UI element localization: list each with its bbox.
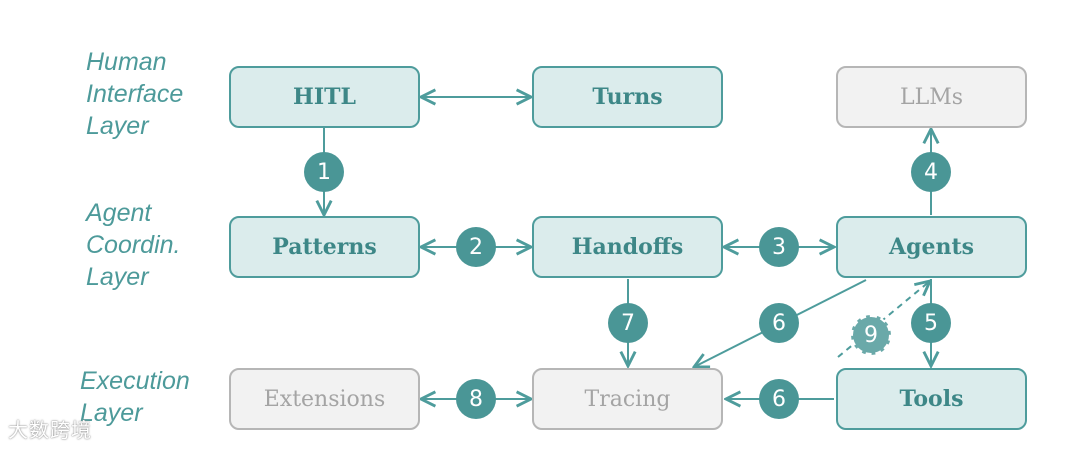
step-badge-1: 1: [304, 152, 344, 192]
watermark: 大数跨境: [8, 418, 92, 442]
node-tracing: Tracing: [532, 368, 723, 430]
node-tools: Tools: [836, 368, 1027, 430]
layer-label-execution: Execution Layer: [80, 365, 190, 429]
node-llms: LLMs: [836, 66, 1027, 128]
node-hitl: HITL: [229, 66, 420, 128]
layer-label-line: Coordin.: [86, 231, 181, 259]
step-badge-6-bottom: 6: [759, 379, 799, 419]
step-badge-6-diagonal: 6: [759, 303, 799, 343]
layer-label-line: Agent: [86, 199, 152, 227]
step-badge-5: 5: [911, 303, 951, 343]
step-badge-4: 4: [911, 152, 951, 192]
layer-label-human: Human Interface Layer: [86, 46, 183, 142]
node-extensions: Extensions: [229, 368, 420, 430]
step-badge-9: 9: [851, 315, 891, 355]
node-patterns: Patterns: [229, 216, 420, 278]
node-turns: Turns: [532, 66, 723, 128]
layer-label-line: Layer: [80, 399, 143, 427]
layer-label-line: Interface: [86, 80, 184, 108]
layer-label-line: Human: [86, 48, 167, 76]
layer-label-line: Execution: [80, 367, 190, 395]
node-agents: Agents: [836, 216, 1027, 278]
step-badge-2: 2: [456, 227, 496, 267]
step-badge-8: 8: [456, 379, 496, 419]
step-badge-3: 3: [759, 227, 799, 267]
node-handoffs: Handoffs: [532, 216, 723, 278]
layer-label-line: Layer: [86, 263, 149, 291]
step-badge-7: 7: [608, 303, 648, 343]
layer-label-line: Layer: [86, 112, 149, 140]
layer-label-agent: Agent Coordin. Layer: [86, 197, 181, 293]
